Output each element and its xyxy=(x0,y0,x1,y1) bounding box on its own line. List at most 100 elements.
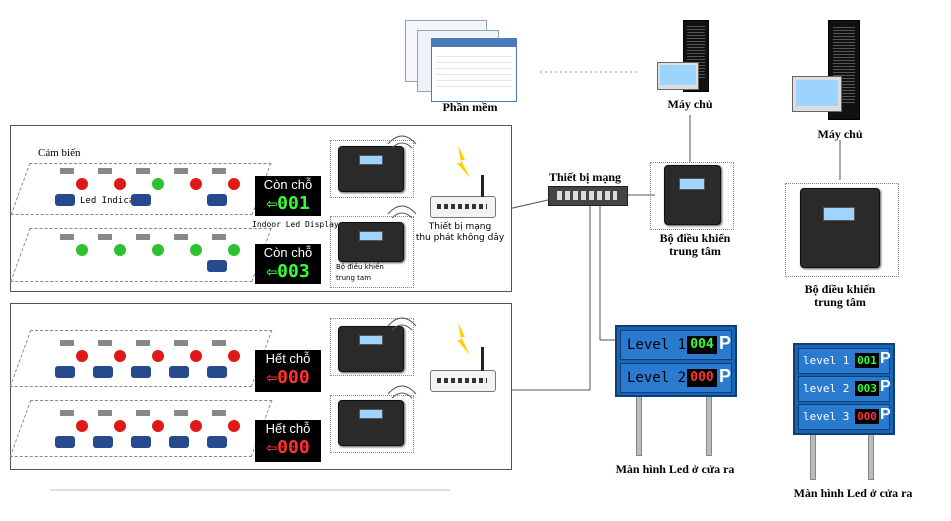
sensor-icon xyxy=(174,234,188,240)
zone-controller-4 xyxy=(338,400,404,446)
sign-count: ⇦000 xyxy=(266,367,310,388)
car-icon xyxy=(207,260,227,272)
sensor-icon xyxy=(98,410,112,416)
zone-controller-3 xyxy=(338,326,404,372)
car-icon xyxy=(131,194,151,206)
sign-status: Hết chỗ xyxy=(265,351,311,366)
board-pole xyxy=(636,392,642,456)
sensor-icon xyxy=(212,234,226,240)
led-indicator-light xyxy=(228,244,240,256)
board-pole xyxy=(868,430,874,480)
car-icon xyxy=(207,194,227,206)
level-row: level 1 001 P xyxy=(798,348,891,374)
central-controller-frame xyxy=(650,162,734,230)
led-indicator-light xyxy=(190,420,202,432)
central-controller-label: Bộ điều khiển trung tâm xyxy=(659,231,731,258)
sensor-icon xyxy=(136,234,150,240)
zone-controller-frame-3 xyxy=(330,318,414,376)
sign-status: Còn chỗ xyxy=(263,245,313,260)
car-icon xyxy=(55,366,75,378)
board-pole xyxy=(706,392,712,456)
zone-controller-frame-1 xyxy=(330,140,414,198)
car-icon xyxy=(207,366,227,378)
led-indicator-light xyxy=(114,420,126,432)
lightning-icon xyxy=(457,322,470,355)
car-icon xyxy=(93,366,113,378)
exit-led-board-right: level 1 001 P level 2 003 P level 3 000 … xyxy=(793,343,895,435)
sensor-icon xyxy=(212,410,226,416)
sign-count: ⇦003 xyxy=(266,261,310,282)
led-indicator-light xyxy=(114,244,126,256)
sign-status: Hết chỗ xyxy=(265,421,311,436)
car-icon xyxy=(55,436,75,448)
sensor-icon xyxy=(212,340,226,346)
sensor-icon xyxy=(98,234,112,240)
sensor-label: Cảm biến xyxy=(38,147,81,159)
sensor-icon xyxy=(60,168,74,174)
led-indicator-light xyxy=(76,350,88,362)
sensor-icon xyxy=(174,410,188,416)
central-controller-right-icon xyxy=(800,188,880,268)
sign-count: ⇦001 xyxy=(266,193,310,214)
wireless-router-2 xyxy=(430,347,496,392)
server-right-label: Máy chủ xyxy=(817,127,863,141)
led-indicator-label: Led Indicator xyxy=(80,196,151,206)
indoor-led-sign-1: Còn chỗ ⇦001 xyxy=(255,176,321,216)
car-icon xyxy=(93,436,113,448)
software-label: Phần mềm xyxy=(442,100,498,114)
led-indicator-light xyxy=(228,420,240,432)
lightning-icon xyxy=(457,145,470,178)
led-indicator-light xyxy=(76,244,88,256)
sign-status: Còn chỗ xyxy=(263,177,313,192)
central-controller-right-frame xyxy=(785,183,899,277)
sensor-icon xyxy=(98,168,112,174)
central-controller-right-label: Bộ điều khiển trung tâm xyxy=(804,282,876,309)
car-icon xyxy=(55,194,75,206)
led-indicator-light xyxy=(190,178,202,190)
network-switch-icon xyxy=(548,186,628,206)
led-indicator-light xyxy=(114,350,126,362)
server-center-label: Máy chủ xyxy=(667,97,713,111)
led-indicator-light xyxy=(152,244,164,256)
indoor-led-sign-4: Hết chỗ ⇦000 xyxy=(255,420,321,462)
zone-controller-1 xyxy=(338,146,404,192)
led-indicator-light xyxy=(190,244,202,256)
network-device-label: Thiết bị mạng xyxy=(548,170,621,184)
led-indicator-light xyxy=(152,350,164,362)
sensor-icon xyxy=(136,410,150,416)
board-pole xyxy=(810,430,816,480)
sensor-icon xyxy=(98,340,112,346)
level-row: Level 1 004 P xyxy=(620,330,732,360)
sensor-icon xyxy=(60,234,74,240)
led-indicator-light xyxy=(152,178,164,190)
led-indicator-light xyxy=(114,178,126,190)
zone-controller-frame-4 xyxy=(330,395,414,453)
exit-led-right-label: Màn hình Led ở cửa ra xyxy=(793,486,913,500)
zone-controller-label: Bộ điều khiển trung tam xyxy=(336,263,384,282)
software-screenshot xyxy=(405,20,517,102)
sign-count: ⇦000 xyxy=(266,437,310,458)
sensor-icon xyxy=(136,340,150,346)
server-right-icon xyxy=(790,20,870,120)
level-row: level 2 003 P xyxy=(798,376,891,402)
led-indicator-light xyxy=(76,178,88,190)
car-icon xyxy=(131,366,151,378)
sensor-icon xyxy=(136,168,150,174)
sensor-icon xyxy=(174,340,188,346)
zone-controller-frame-2 xyxy=(330,216,414,288)
sensor-icon xyxy=(60,340,74,346)
indoor-led-sign-2: Còn chỗ ⇦003 xyxy=(255,244,321,284)
car-icon xyxy=(131,436,151,448)
central-controller-icon xyxy=(664,165,721,225)
sensor-icon xyxy=(174,168,188,174)
car-icon xyxy=(169,366,189,378)
car-icon xyxy=(169,436,189,448)
indoor-led-sign-3: Hết chỗ ⇦000 xyxy=(255,350,321,392)
led-indicator-light xyxy=(152,420,164,432)
zone-controller-2 xyxy=(338,222,404,262)
wireless-router-1 xyxy=(430,175,496,218)
exit-led-center-label: Màn hình Led ở cửa ra xyxy=(615,462,735,476)
led-indicator-light xyxy=(228,178,240,190)
